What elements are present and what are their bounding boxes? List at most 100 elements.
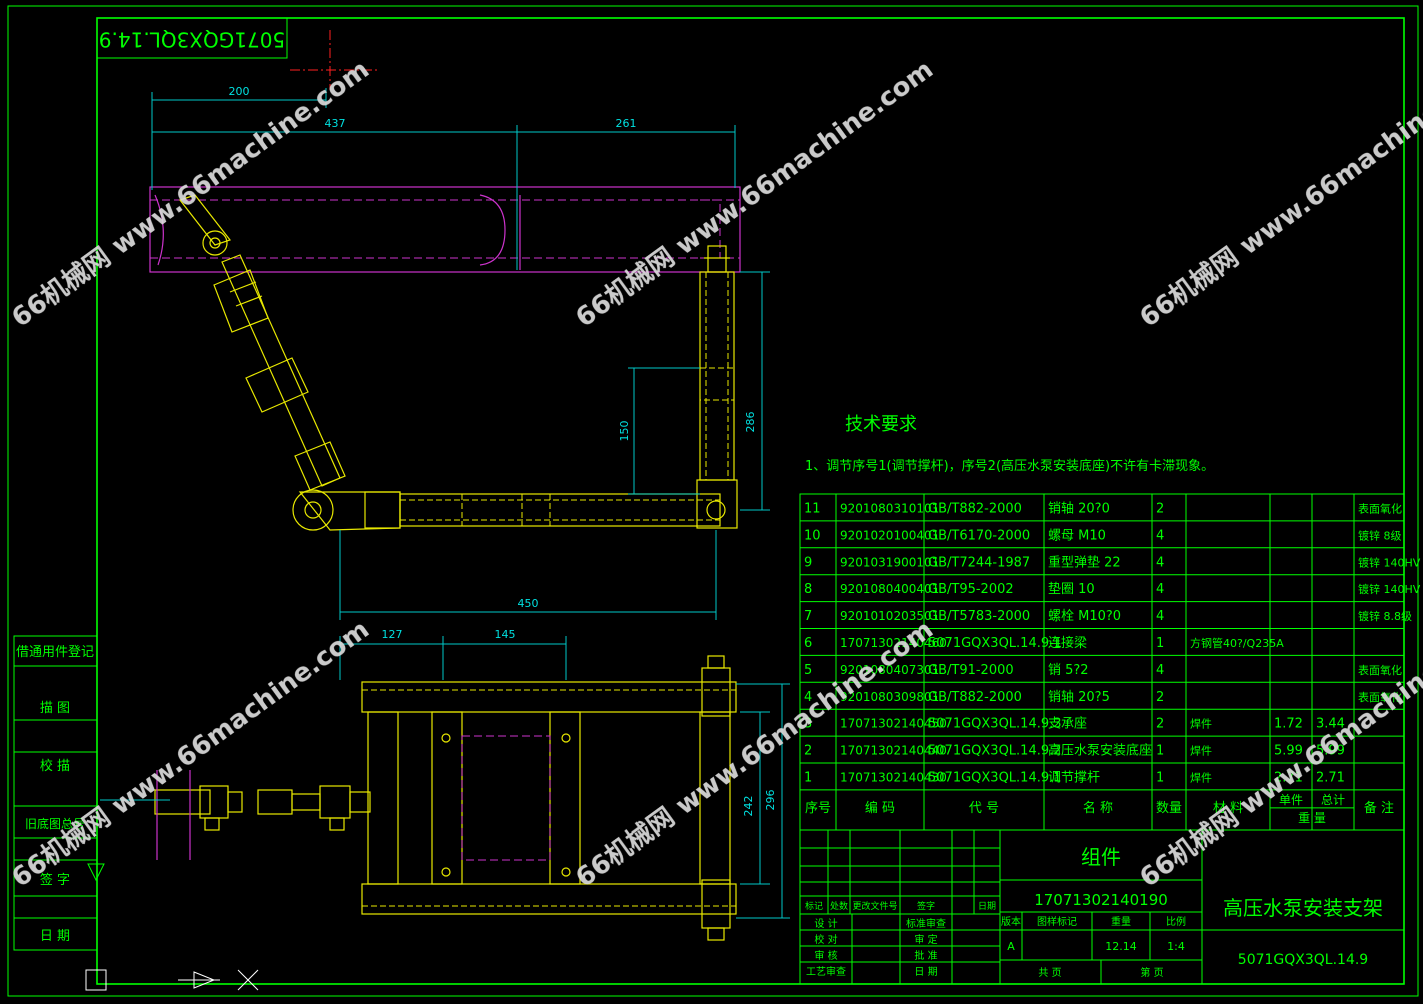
bom-cell: 销轴 20?5 [1048, 690, 1110, 705]
stage-value: 1:4 [1167, 940, 1185, 953]
bom-cell: 17071302140450 [840, 717, 947, 731]
bom-header-drawing: 代 号 [969, 801, 999, 816]
bom-cell: 高压水泵安装底座 [1048, 743, 1152, 759]
bom-cell: 4 [1156, 555, 1164, 570]
bom-cell: GB/T882-2000 [928, 501, 1022, 516]
bom-cell: 连接梁 [1048, 635, 1087, 651]
bom-cell: 3 [804, 717, 812, 732]
rev-label: 更改文件号 [852, 900, 897, 912]
bom-cell: 2 [1156, 501, 1164, 516]
strip-label: 旧底图总号 [25, 816, 85, 831]
sign-right-label: 批 准 [914, 949, 937, 962]
sign-right-label: 日 期 [914, 966, 937, 978]
drawing-number: 5071GQX3QL.14.9 [1238, 952, 1368, 968]
tech-heading: 技术要求 [845, 414, 917, 435]
bom-cell: 1 [1156, 636, 1164, 651]
bom-cell: 镀锌 140HV [1358, 555, 1421, 569]
bom-cell: 2 [1156, 717, 1164, 732]
part-code: 17071302140190 [1034, 891, 1168, 909]
watermark: 66机械网 www.66machine.com [6, 55, 374, 334]
rev-label: 处数 [830, 900, 848, 912]
bom-cell: 5071GQX3QL.14.9.2 [928, 744, 1062, 759]
bom-cell: 10 [804, 528, 821, 543]
bom-cell: 1 [1156, 744, 1164, 759]
bom-header-weight: 重 量 [1298, 811, 1326, 825]
stage-label: 图样标记 [1037, 915, 1077, 928]
sign-right-label: 审 定 [914, 933, 937, 946]
bom-cell: GB/T7244-1987 [928, 555, 1030, 570]
top-view [149, 30, 741, 531]
bom-cell: 6 [804, 636, 812, 651]
bom-cell: 5.99 [1316, 744, 1345, 759]
rev-label: 签字 [917, 900, 935, 912]
bom-cell: 4 [804, 690, 812, 705]
rotated-code-text: 5071GQX3QL.14.9 [99, 28, 285, 52]
dim-127: 127 [382, 628, 403, 641]
bom-cell: 9 [804, 555, 812, 570]
bom-cell: 17071302140440 [840, 744, 947, 758]
bom-cell: 焊件 [1190, 744, 1212, 758]
dim-437: 437 [325, 117, 346, 130]
stage-label: 重量 [1111, 915, 1131, 928]
bom-cell: 螺栓 M10?0 [1048, 609, 1121, 624]
bom-cell: GB/T91-2000 [928, 663, 1014, 678]
dim-242: 242 [742, 796, 755, 817]
dim-286: 286 [744, 412, 757, 433]
sign-left-label: 工艺审查 [806, 965, 846, 978]
sign-left-label: 设 计 [814, 917, 837, 930]
watermark: 66机械网 www.66machine.com [570, 55, 938, 334]
bom-cell: 调节撑杆 [1048, 770, 1100, 785]
bom-cell: GB/T95-2002 [928, 582, 1014, 597]
watermark: 66机械网 www.66machine.com [1134, 55, 1423, 334]
bom-cell: 9201080309801 [840, 690, 939, 704]
bom-cell: 垫圈 10 [1048, 581, 1095, 597]
left-strip: 借通用件登记 描 图 校 描 旧底图总号 签 字 日 期 [13, 635, 259, 991]
plan-view: 127 145 [100, 628, 790, 941]
bom-cell: 镀锌 8级 [1358, 528, 1402, 542]
bom-header-code: 编 码 [865, 801, 895, 816]
sign-left-label: 审 核 [814, 949, 837, 962]
bom-cell: 焊件 [1190, 717, 1212, 731]
bom-cell: 1.72 [1274, 717, 1303, 732]
tech-note: 1、调节序号1(调节撑杆)，序号2(高压水泵安装底座)不许有卡滞现象。 [805, 458, 1214, 474]
bom-cell: 17071302140460 [840, 636, 947, 650]
bom-cell: 17071302140430 [840, 770, 947, 784]
bom-cell: 支承座 [1048, 717, 1087, 732]
bom-cell: 2.71 [1274, 770, 1303, 785]
bom-cell: GB/T882-2000 [928, 690, 1022, 705]
bom-cell: 表面氧化 [1358, 690, 1402, 704]
bom-cell: 4 [1156, 663, 1164, 678]
bom-cell: 螺母 M10 [1048, 528, 1106, 543]
dim-261: 261 [616, 117, 637, 130]
bom-cell: 9201080310101 [840, 501, 939, 515]
bom-cell: 3.44 [1316, 717, 1345, 732]
bom-cell: 表面氧化 [1358, 663, 1402, 677]
bom-cell: 方钢管40?/Q235A [1190, 636, 1284, 650]
top-dimensions: 200 437 261 150 286 450 [151, 85, 770, 620]
dim-200: 200 [229, 85, 250, 98]
bom-cell: 重型弹垫 22 [1048, 554, 1121, 570]
bom-cell: 9201010203501 [840, 609, 939, 623]
dim-450: 450 [518, 597, 539, 610]
bom-header-name: 名 称 [1083, 800, 1113, 816]
bom-cell: 销 5?2 [1048, 663, 1089, 678]
bom-header-seq: 序号 [805, 801, 831, 816]
bom-cell: 焊件 [1190, 770, 1212, 784]
assembly-label: 组件 [1081, 845, 1121, 869]
sign-right-label: 标准审查 [906, 917, 946, 930]
dim-296: 296 [764, 790, 777, 811]
bom-cell: GB/T5783-2000 [928, 609, 1030, 624]
bom-header-qty: 数量 [1156, 801, 1182, 816]
bom-cell: 8 [804, 582, 812, 597]
stage-value: 12.14 [1105, 940, 1137, 953]
rev-label: 标记 [805, 900, 823, 912]
technical-requirements: 技术要求 1、调节序号1(调节撑杆)，序号2(高压水泵安装底座)不许有卡滞现象。 [805, 414, 1214, 474]
bom-header-remark: 备 注 [1364, 800, 1394, 816]
bom-header-total-weight: 总计 [1321, 793, 1345, 807]
dim-150: 150 [618, 421, 631, 442]
bom-cell: 镀锌 140HV [1358, 582, 1421, 596]
bom-cell: 5.99 [1274, 744, 1303, 759]
strip-label: 描 图 [40, 701, 70, 716]
